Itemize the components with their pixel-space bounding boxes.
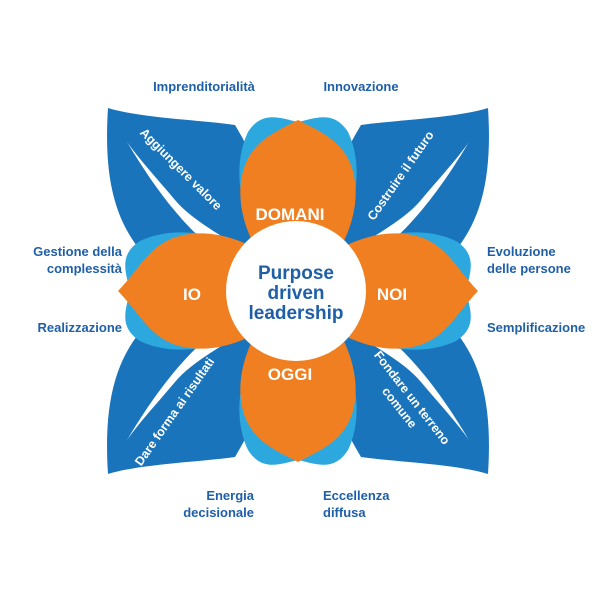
- outer-label-innovazione: Innovazione: [323, 79, 398, 94]
- orange-label-noi: NOI: [377, 285, 407, 304]
- outer-label-gestione-line-2: complessità: [47, 261, 123, 276]
- outer-label-evoluzione: Evoluzione delle persone: [487, 244, 571, 276]
- outer-label-energia-line-2: decisionale: [183, 505, 254, 520]
- outer-label-evoluzione-line-1: Evoluzione: [487, 244, 556, 259]
- center-line-1: Purpose: [258, 263, 334, 284]
- outer-label-energia: Energia decisionale: [183, 488, 255, 520]
- outer-label-semplificazione: Semplificazione: [487, 320, 585, 335]
- outer-label-gestione: Gestione della complessità: [33, 244, 123, 276]
- orange-label-oggi: OGGI: [268, 365, 312, 384]
- outer-label-energia-line-1: Energia: [206, 488, 254, 503]
- outer-label-eccellenza-line-2: diffusa: [323, 505, 366, 520]
- outer-label-gestione-line-1: Gestione della: [33, 244, 123, 259]
- center-circle: [226, 221, 366, 361]
- center-line-3: leadership: [248, 303, 343, 324]
- outer-label-eccellenza: Eccellenza diffusa: [323, 488, 390, 520]
- outer-label-imprenditorialita: Imprenditorialità: [153, 79, 256, 94]
- outer-label-realizzazione: Realizzazione: [37, 320, 122, 335]
- center-line-2: driven: [267, 283, 324, 304]
- outer-label-eccellenza-line-1: Eccellenza: [323, 488, 390, 503]
- orange-label-io: IO: [183, 285, 201, 304]
- outer-label-evoluzione-line-2: delle persone: [487, 261, 571, 276]
- orange-label-domani: DOMANI: [256, 205, 325, 224]
- center-title: Purpose driven leadership: [248, 263, 343, 324]
